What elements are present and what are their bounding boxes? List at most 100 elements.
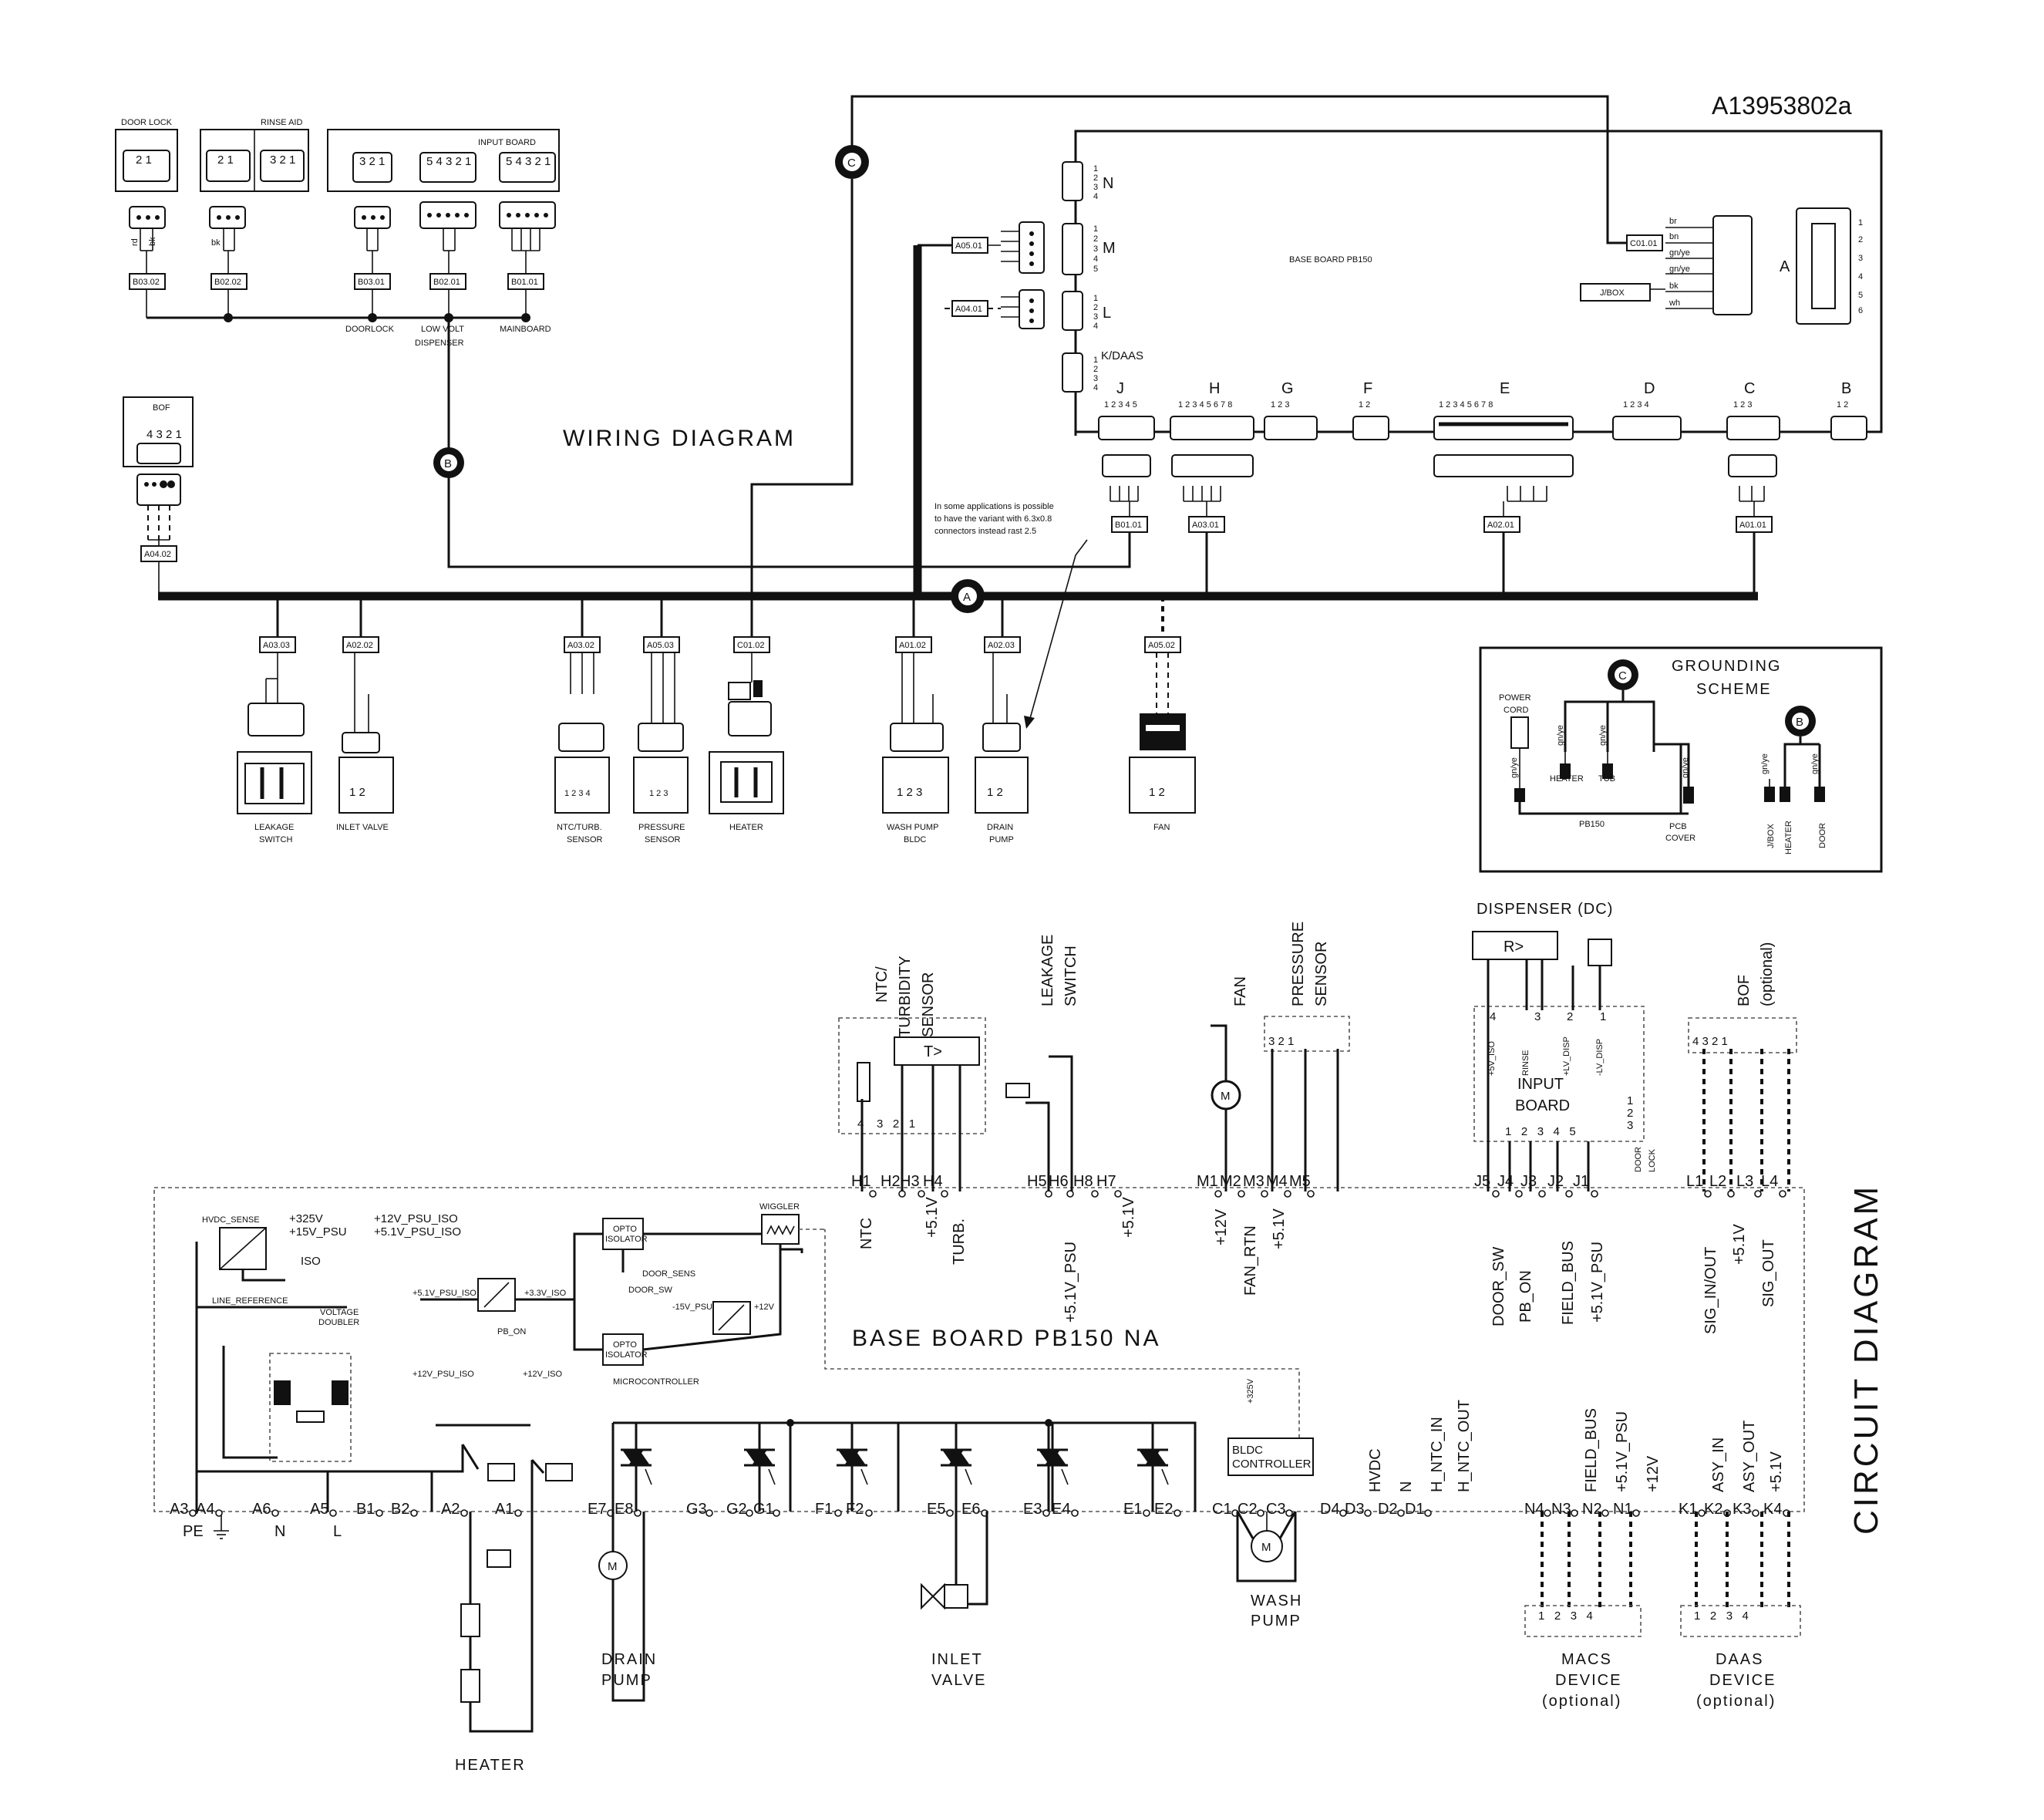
bottom-signal-0: HVDC: [1367, 1448, 1384, 1492]
input-board-block: INPUT BOARD 3 2 1 5 4 3 2 1 5 4 3 2 1 B0…: [327, 129, 560, 348]
a-wire-3: gn/ye: [1669, 248, 1690, 258]
top-signal-2: TURB.: [951, 1218, 968, 1265]
door-lock-title-1: DOOR: [1634, 1147, 1643, 1172]
v12-iso-label: +12V_ISO: [523, 1370, 563, 1379]
label-doorlock: DOORLOCK: [345, 325, 395, 334]
door-lock-pin-1: 1: [1627, 1094, 1633, 1107]
fan-title: FAN: [1232, 976, 1249, 1006]
board-pin-d1: D1: [1405, 1501, 1425, 1518]
pb-on-label: PB_ON: [497, 1327, 526, 1336]
power-cord-label-2: CORD: [1504, 706, 1528, 715]
conn-h-label: H: [1209, 380, 1220, 397]
board-pin-h2: H2: [881, 1173, 901, 1190]
board-pin-j5: J5: [1474, 1173, 1490, 1190]
board-pin-m5: M5: [1289, 1173, 1311, 1190]
pressure-title-1: PRESSURE: [1290, 922, 1307, 1006]
line-reference-label: LINE_REFERENCE: [212, 1296, 288, 1306]
circuit-diagram: CIRCUIT DIAGRAM BASE BOARD PB150 NA NTC/…: [153, 901, 1885, 1774]
svg-text:3: 3: [1858, 254, 1863, 263]
board-pin-g3: G3: [686, 1501, 707, 1518]
input-board-top-pin-1: 1: [1600, 1010, 1606, 1023]
rinse-aid-pins: 2 1: [217, 153, 234, 167]
svg-text:M: M: [608, 1560, 618, 1573]
input-board-pins-3: 5 4 3 2 1: [506, 155, 551, 168]
plug-a0302: A03.02: [567, 641, 594, 650]
ground-label-heater: HEATER: [1550, 774, 1584, 784]
ground-wire-1: gn/ye: [1510, 757, 1519, 778]
inlet-valve-label-2: VALVE: [931, 1672, 987, 1689]
ntc-pins: 1 2 3 4: [564, 789, 591, 798]
input-board-title-1: INPUT: [1517, 1076, 1564, 1093]
board-pin-l4: L4: [1761, 1173, 1778, 1190]
macs-pins: 1 2 3 4: [1538, 1609, 1593, 1623]
board-pin-n3: N3: [1551, 1501, 1571, 1518]
plug-a0502: A05.02: [1148, 641, 1175, 650]
board-pin-c3: C3: [1266, 1501, 1286, 1518]
connector-n-label: N: [1103, 175, 1113, 192]
bof-title-2: (optional): [1759, 942, 1776, 1006]
board-pin-f1: F1: [815, 1501, 833, 1518]
board-pin-k4: K4: [1763, 1501, 1782, 1518]
heater-bottom-label: HEATER: [455, 1757, 526, 1774]
svg-text:1: 1: [1093, 224, 1098, 234]
leakage-title-1: LEAKAGE: [1039, 935, 1056, 1006]
plug-a0102: A01.02: [899, 641, 926, 650]
board-pin-e7: E7: [588, 1501, 606, 1518]
ground-node-c-label: C: [847, 157, 856, 170]
wiring-diagram-title: WIRING DIAGRAM: [563, 426, 796, 451]
plug-a0202: A02.02: [346, 641, 373, 650]
ground-label-heater-2: HEATER: [1784, 821, 1793, 854]
bottom-signal-9: +5.1V: [1768, 1451, 1785, 1492]
bof-component: BOF (optional) 4 3 2 1: [1688, 942, 1797, 1053]
wash-pump-label-1: WASH: [1251, 1592, 1302, 1609]
ground-label-tub: TUB: [1598, 774, 1615, 784]
bof-title: BOF: [153, 403, 170, 413]
p12-label: +12V: [754, 1303, 775, 1312]
input-board-sig-rinse: RINSE: [1521, 1050, 1530, 1076]
daas-pins: 1 2 3 4: [1694, 1609, 1749, 1623]
triac-rail: [611, 1419, 1197, 1512]
ground-wire-4: gn/ye: [1681, 757, 1690, 778]
board-pin-e1: E1: [1123, 1501, 1142, 1518]
conn-f-label: F: [1363, 380, 1372, 397]
daas-device: 1 2 3 4 DAAS DEVICE (optional): [1680, 1512, 1801, 1710]
logic-block: +5.1V_PSU_ISO +3.3V_ISO PB_ON OPTO ISOLA…: [413, 1202, 1314, 1476]
door-lock-plug: B03.02: [133, 278, 160, 287]
svg-text:5: 5: [1093, 265, 1098, 274]
input-board-pins-1: 3 2 1: [359, 155, 385, 168]
v325-label: +325V: [289, 1212, 323, 1225]
note-line-3: connectors instead rast 2.5: [934, 527, 1036, 536]
conn-j-label: J: [1116, 380, 1124, 397]
bottom-signal-4: FIELD_BUS: [1583, 1408, 1600, 1492]
svg-text:1: 1: [1093, 164, 1098, 174]
top-signal-0: NTC: [858, 1218, 875, 1249]
board-pin-m3: M3: [1243, 1173, 1264, 1190]
svg-text:1: 1: [1093, 294, 1098, 303]
bottom-signal-5: +5.1V_PSU: [1614, 1411, 1631, 1492]
plug-a0101: A01.01: [1739, 521, 1766, 530]
top-signal-12: SIG_IN/OUT: [1702, 1247, 1719, 1334]
jbox-label: J/BOX: [1600, 288, 1625, 298]
grounding-title-1: GROUNDING: [1672, 658, 1781, 675]
ntc-label-1: NTC/TURB.: [557, 823, 602, 832]
plug-a0201: A02.01: [1487, 521, 1514, 530]
macs-label-3: (optional): [1542, 1693, 1621, 1710]
dispenser-symbol: R>: [1504, 939, 1524, 956]
plug-b0101: B01.01: [1115, 521, 1142, 530]
input-board-top-pin-2: 2: [1567, 1010, 1573, 1023]
a-wire-2: bn: [1669, 232, 1679, 241]
ntc-title-3: SENSOR: [920, 972, 937, 1037]
pressure-label-1: PRESSURE: [638, 823, 685, 832]
door-lock-pin-3: 3: [1627, 1119, 1633, 1132]
top-signal-14: SIG_OUT: [1760, 1239, 1777, 1307]
conn-b-pins: 1 2: [1837, 400, 1848, 410]
microcontroller-label: MICROCONTROLLER: [613, 1377, 699, 1387]
pressure-sensor-component: PRESSURE SENSOR 3 2 1: [1264, 922, 1350, 1052]
v51-psu-iso-label: +5.1V_PSU_ISO: [374, 1225, 461, 1239]
wash-pump-label-2: PUMP: [1251, 1613, 1301, 1630]
ground-wire-6: gn/ye: [1810, 753, 1820, 774]
wash-pump-pins: 1 2 3: [897, 786, 922, 799]
v12-psu-iso-label-2: +12V_PSU_ISO: [413, 1370, 474, 1379]
psu-iso-in-label: +5.1V_PSU_ISO: [413, 1289, 476, 1298]
